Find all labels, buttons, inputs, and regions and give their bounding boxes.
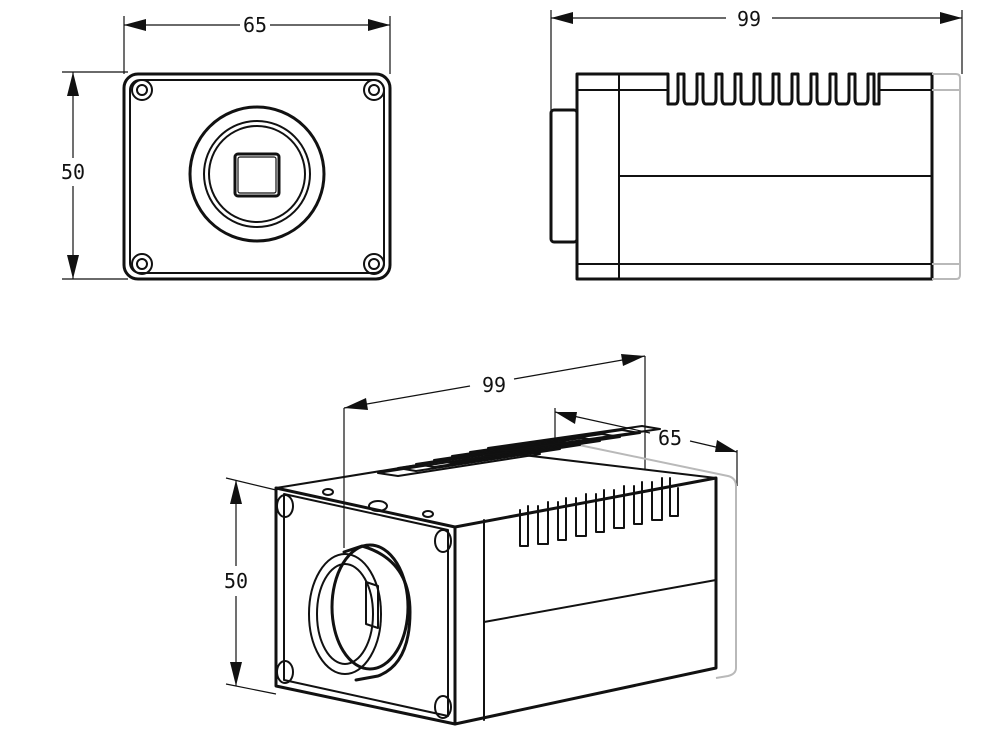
lens-barrel: [549, 108, 579, 244]
iso-height-dimension: 50: [224, 477, 277, 695]
camera-iso-body: [274, 425, 718, 726]
front-width-label: 65: [243, 13, 267, 37]
front-width-dimension: 65: [123, 13, 391, 74]
screw-icon: [276, 494, 294, 518]
front-height-label: 50: [61, 160, 85, 184]
iso-lens-mount: [308, 543, 412, 682]
screw-icon: [363, 79, 385, 101]
screw-icon: [434, 529, 452, 553]
iso-width-label: 65: [658, 426, 682, 450]
screw-icon: [131, 253, 153, 275]
mount-hole-icon: [422, 510, 434, 518]
mount-hole-icon: [322, 488, 334, 496]
side-length-dimension: 99: [550, 7, 963, 112]
screw-icon: [276, 660, 294, 684]
camera-front-face: [122, 72, 392, 281]
front-view: 65 50: [61, 13, 392, 281]
screw-icon: [131, 79, 153, 101]
side-length-label: 99: [737, 7, 761, 31]
rear-connector-outline: [932, 73, 961, 280]
side-view: 99: [549, 7, 963, 281]
iso-view: 99 65 50: [224, 354, 738, 726]
iso-width-dimension: 65: [554, 408, 738, 486]
iso-rear-outline: [554, 439, 737, 679]
lens-mount: [188, 105, 326, 243]
mount-hole-icon: [368, 500, 388, 512]
front-height-dimension: 50: [61, 71, 128, 280]
screw-icon: [363, 253, 385, 275]
camera-side-body: [575, 72, 934, 281]
screw-icon: [434, 695, 452, 719]
iso-height-label: 50: [224, 569, 248, 593]
iso-length-dimension: 99: [343, 354, 646, 548]
iso-length-label: 99: [482, 373, 506, 397]
